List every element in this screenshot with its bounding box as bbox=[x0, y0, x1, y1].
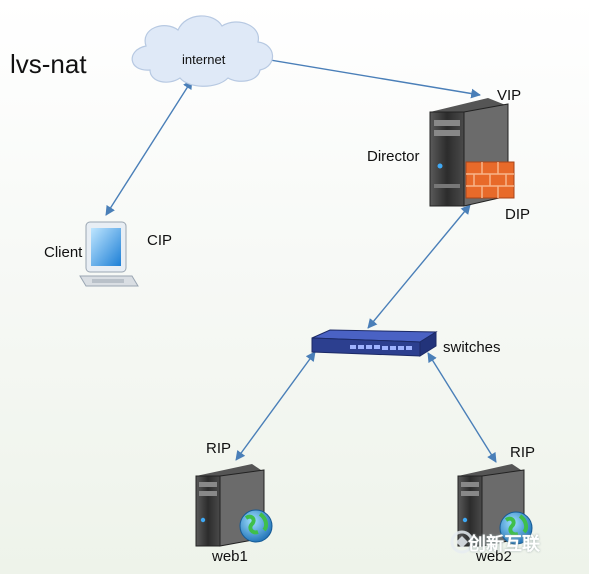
diagram-title: lvs-nat bbox=[10, 49, 87, 79]
watermark-text: 创新互联 bbox=[468, 534, 540, 554]
web2-label: web2 bbox=[476, 548, 512, 565]
director-label: Director bbox=[367, 148, 420, 165]
vip-label: VIP bbox=[497, 87, 522, 104]
link-director-switch bbox=[367, 204, 471, 329]
watermark-logo-icon bbox=[450, 530, 474, 554]
web1-server-icon bbox=[195, 464, 273, 547]
cip-label: CIP bbox=[147, 232, 173, 249]
firewall-icon bbox=[465, 161, 515, 199]
link-internet-client bbox=[105, 79, 193, 216]
web1-label: web1 bbox=[212, 548, 248, 565]
client-label: Client bbox=[44, 244, 83, 261]
switches-label: switches bbox=[443, 339, 501, 356]
link-switch-web2 bbox=[427, 352, 497, 463]
link-internet-director bbox=[239, 51, 481, 99]
client-computer-icon bbox=[79, 221, 139, 287]
switch-icon bbox=[311, 329, 438, 357]
rip-web1-label: RIP bbox=[206, 440, 232, 457]
rip-web2-label: RIP bbox=[510, 444, 536, 461]
link-switch-web1 bbox=[235, 351, 316, 461]
dip-label: DIP bbox=[505, 206, 531, 223]
internet-label: internet bbox=[182, 52, 226, 67]
connections bbox=[105, 51, 497, 463]
web2-server-icon bbox=[457, 464, 533, 547]
internet-cloud-icon bbox=[131, 15, 274, 87]
